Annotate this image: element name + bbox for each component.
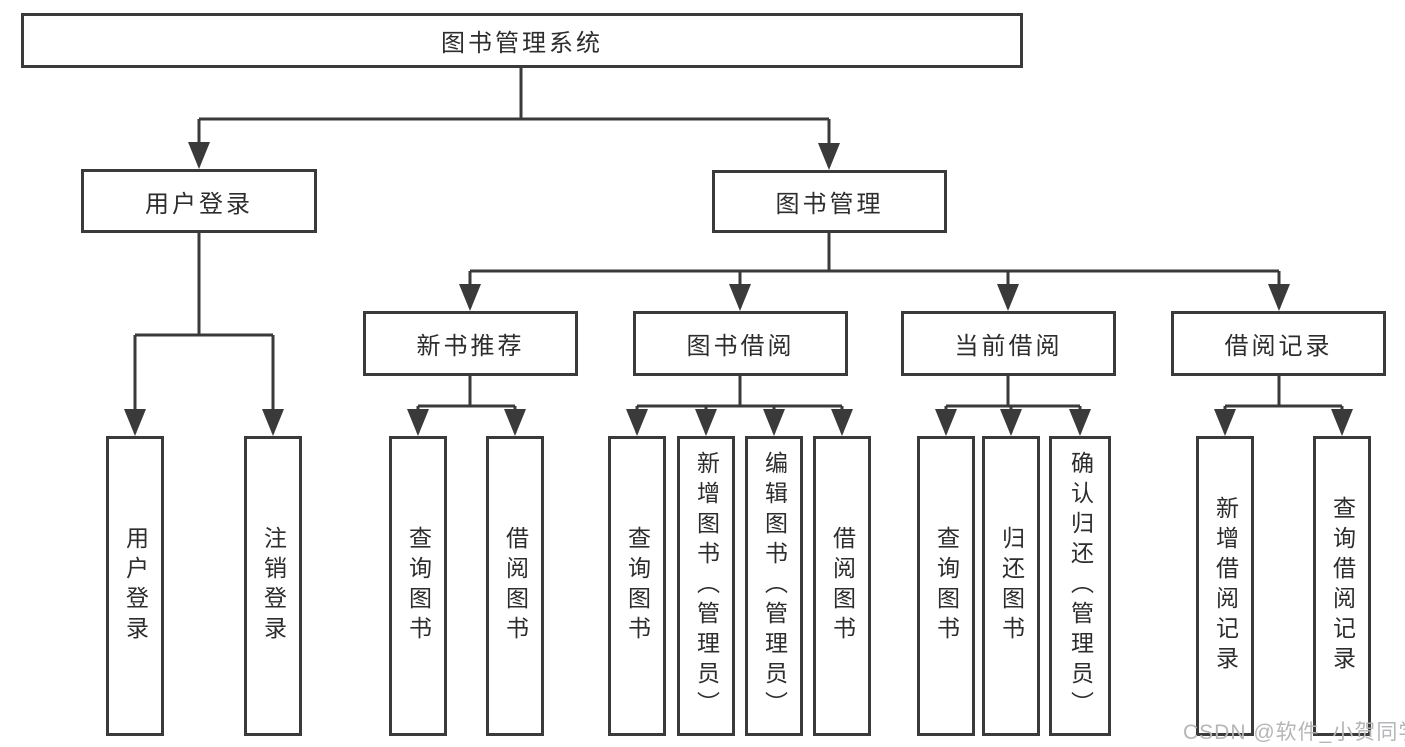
leaf-add-borrow-record: 新增借阅记录 xyxy=(1196,436,1254,736)
node-library-management-system: 图书管理系统 xyxy=(21,13,1023,68)
leaf-borrow-books: 借阅图书 xyxy=(486,436,544,736)
node-label: 当前借阅 xyxy=(954,333,1063,360)
node-label: 图书管理 xyxy=(775,191,884,218)
node-new-book-recommend: 新书推荐 xyxy=(363,311,578,376)
leaf-query-borrow-record: 查询借阅记录 xyxy=(1313,436,1371,736)
leaf-query-books: 查询图书 xyxy=(917,436,975,736)
connector-records-to-leaves xyxy=(1223,376,1344,433)
leaf-borrow-books: 借阅图书 xyxy=(813,436,871,736)
connector-userlogin-to-leaves xyxy=(133,233,275,433)
node-book-borrowing: 图书借阅 xyxy=(633,311,848,376)
leaf-confirm-return-admin: 确认归还（管理员） xyxy=(1049,436,1111,736)
node-label: 新书推荐 xyxy=(416,333,525,360)
node-label: 图书借阅 xyxy=(686,333,795,360)
node-label: 图书管理系统 xyxy=(441,30,603,57)
node-user-login: 用户登录 xyxy=(81,169,317,233)
leaf-logout: 注销登录 xyxy=(244,436,302,736)
connector-recommend-to-leaves xyxy=(416,376,517,433)
leaf-return-books: 归还图书 xyxy=(982,436,1040,736)
connector-root-to-level2 xyxy=(197,68,831,167)
connector-borrow-to-leaves xyxy=(635,376,844,433)
leaf-query-books: 查询图书 xyxy=(608,436,666,736)
connector-bookmgmt-to-level3 xyxy=(468,233,1281,308)
node-label: 借阅记录 xyxy=(1224,333,1333,360)
leaf-query-books: 查询图书 xyxy=(389,436,447,736)
node-borrowing-records: 借阅记录 xyxy=(1171,311,1386,376)
node-current-borrowing: 当前借阅 xyxy=(901,311,1116,376)
arrowheads xyxy=(124,142,1353,436)
leaf-edit-books-admin: 编辑图书（管理员） xyxy=(745,436,803,736)
leaf-user-login: 用户登录 xyxy=(106,436,164,736)
node-book-management: 图书管理 xyxy=(712,170,947,233)
csdn-watermark: CSDN @软件_小贺同学 xyxy=(1183,721,1405,744)
node-label: 用户登录 xyxy=(145,190,253,218)
leaf-add-books-admin: 新增图书（管理员） xyxy=(677,436,735,736)
